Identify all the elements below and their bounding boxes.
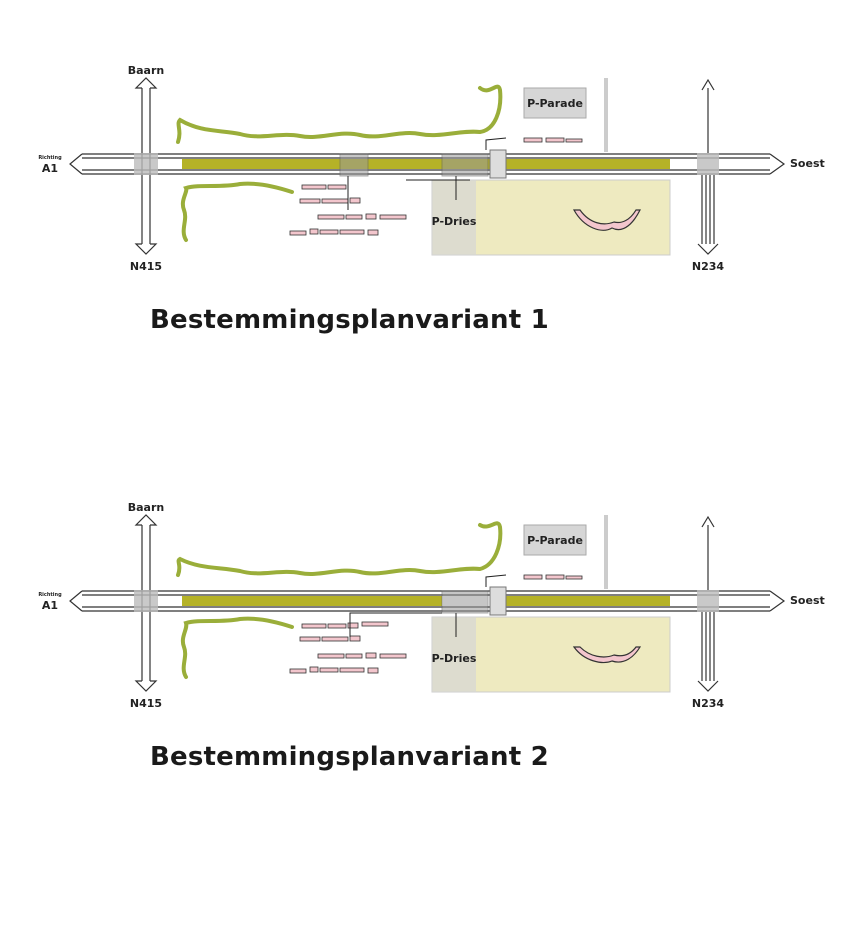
label-a1: A1 <box>42 162 58 175</box>
hedge-southwest <box>180 181 294 242</box>
variant-1-map: Baarn Richting A1 N415 Soest N234 P-Para… <box>38 64 825 273</box>
station-box <box>489 586 507 616</box>
variant-1: Baarn Richting A1 N415 Soest N234 P-Para… <box>0 60 862 360</box>
label-soest: Soest <box>790 594 825 607</box>
hedge-north <box>176 521 503 577</box>
variant-2-map: Baarn Richting A1 N415 Soest N234 P-Para… <box>38 501 825 710</box>
label-baarn: Baarn <box>128 64 165 77</box>
parking-north-area <box>523 524 587 556</box>
variant-1-title: Bestemmingsplanvariant 1 <box>150 305 549 335</box>
label-n415: N415 <box>130 260 162 273</box>
building-crescent <box>572 646 642 664</box>
main-road <box>69 153 786 175</box>
label-richting: Richting <box>38 155 62 161</box>
label-baarn: Baarn <box>128 501 165 514</box>
buildings-north <box>523 574 583 580</box>
parking-north-area <box>523 87 587 119</box>
station-box <box>441 590 489 614</box>
label-n234: N234 <box>692 697 725 710</box>
west-junction <box>134 590 158 612</box>
label-richting: Richting <box>38 592 62 598</box>
rail-strip <box>182 159 670 169</box>
label-n415: N415 <box>130 697 162 710</box>
station-box <box>489 149 507 179</box>
label-soest: Soest <box>790 157 825 170</box>
west-junction <box>134 153 158 175</box>
station-box <box>339 153 369 177</box>
buildings-south <box>289 621 407 674</box>
label-p-dries: P-Dries <box>432 215 477 228</box>
buildings-south <box>289 184 407 236</box>
east-junction <box>697 153 719 175</box>
hedge-north <box>176 84 503 144</box>
variant-2-title: Bestemmingsplanvariant 2 <box>150 742 549 772</box>
parking-south-area <box>432 180 476 255</box>
station-box <box>441 153 489 177</box>
rail-strip <box>506 596 670 606</box>
rail-strip <box>182 596 442 606</box>
connector-lines <box>347 137 507 210</box>
label-p-parade: P-Parade <box>527 97 583 110</box>
label-a1: A1 <box>42 599 58 612</box>
variant-2: Baarn Richting A1 N415 Soest N234 P-Para… <box>0 497 862 797</box>
east-crossing-road <box>697 78 719 255</box>
connector-lines <box>349 574 507 637</box>
east-crossing-road <box>697 515 719 692</box>
parking-south-area <box>432 617 476 692</box>
hedge-southwest <box>180 616 294 679</box>
label-n234: N234 <box>692 260 725 273</box>
label-p-parade: P-Parade <box>527 534 583 547</box>
east-junction <box>697 590 719 612</box>
main-road <box>69 590 786 612</box>
label-p-dries: P-Dries <box>432 652 477 665</box>
buildings-north <box>523 137 583 143</box>
building-crescent <box>572 209 641 231</box>
